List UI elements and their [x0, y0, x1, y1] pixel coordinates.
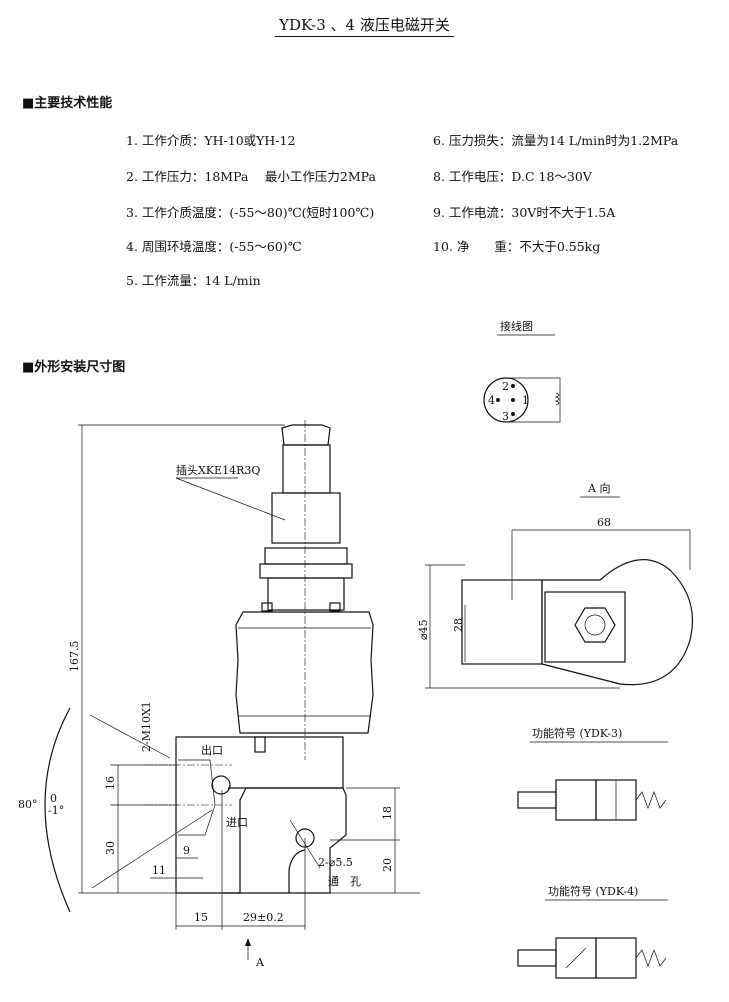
inlet-label: 进口	[226, 816, 248, 829]
dim-30: 30	[104, 841, 117, 855]
spec-item: 3. 工作介质温度：(-55～80)℃(短时100℃)	[126, 205, 375, 220]
spec-item: 10. 净 重：不大于0.55kg	[433, 239, 601, 254]
symbol-title-ydk3: 功能符号 (YDK-3)	[532, 726, 622, 740]
dim-15: 15	[194, 911, 208, 924]
dim-29: 29±0.2	[243, 911, 284, 924]
dim-20: 20	[381, 858, 394, 872]
wiring-diagram: 接线图 2 1 4 3	[483, 319, 561, 423]
outline-heading: ■外形安装尺寸图	[22, 360, 126, 375]
view-a-width: 68	[597, 516, 611, 529]
view-a-title: A 向	[587, 481, 610, 495]
view-a-diameter: ⌀45	[417, 619, 430, 640]
dim-9: 9	[183, 844, 190, 857]
spec-item: 9. 工作电流：30V时不大于1.5A	[433, 205, 616, 220]
view-a: A 向 68 ⌀45 28	[417, 481, 694, 689]
function-symbol-ydk4: 功能符号 (YDK-4)	[517, 884, 668, 979]
pin-3: 3	[502, 410, 509, 423]
thread-label: 2-M10X1	[140, 701, 153, 752]
spec-item: 6. 压力损失：流量为14 L/min时为1.2MPa	[433, 133, 679, 148]
pin-4: 4	[488, 394, 495, 407]
angle-tol-upper: 0	[50, 792, 57, 805]
dim-11: 11	[152, 864, 166, 877]
dimensions: 167.5 80° 0 -1° 2-M10X1 16 30 9 11 15 29…	[18, 424, 420, 969]
spec-item: 2. 工作压力：18MPa 最小工作压力2MPa	[126, 169, 376, 184]
spec-item: 8. 工作电压：D.C 18～30V	[433, 169, 592, 184]
title-text: YDK-3 、4 液压电磁开关	[275, 16, 454, 37]
angle-tol-lower: -1°	[48, 804, 64, 817]
valve-side-view	[145, 420, 374, 894]
spec-item: 1. 工作介质：YH-10或YH-12	[126, 133, 296, 148]
pin-2: 2	[502, 380, 509, 393]
outlet-label: 出口	[201, 743, 223, 757]
wiring-title: 接线图	[500, 319, 533, 333]
page-title: YDK-3 、4 液压电磁开关	[0, 14, 729, 37]
specs-heading: ■主要技术性能	[22, 96, 113, 111]
view-a-height: 28	[452, 618, 465, 632]
spec-item: 4. 周围环境温度：(-55～60)℃	[126, 239, 302, 254]
dim-18: 18	[381, 806, 394, 820]
angle-label: 80°	[18, 798, 38, 811]
plug-label: 插头XKE14R3Q	[176, 463, 260, 477]
function-symbol-ydk3: 功能符号 (YDK-3)	[517, 726, 668, 821]
hole-label: 2-⌀5.5	[318, 856, 353, 869]
view-a-arrow-label: A	[255, 956, 265, 969]
hole-note: 通 孔	[328, 875, 361, 888]
height-dim-label: 167.5	[68, 641, 81, 673]
spec-item: 5. 工作流量：14 L/min	[126, 273, 261, 288]
symbol-title-ydk4: 功能符号 (YDK-4)	[548, 884, 638, 898]
pin-1: 1	[522, 394, 529, 407]
dim-16: 16	[104, 776, 117, 790]
